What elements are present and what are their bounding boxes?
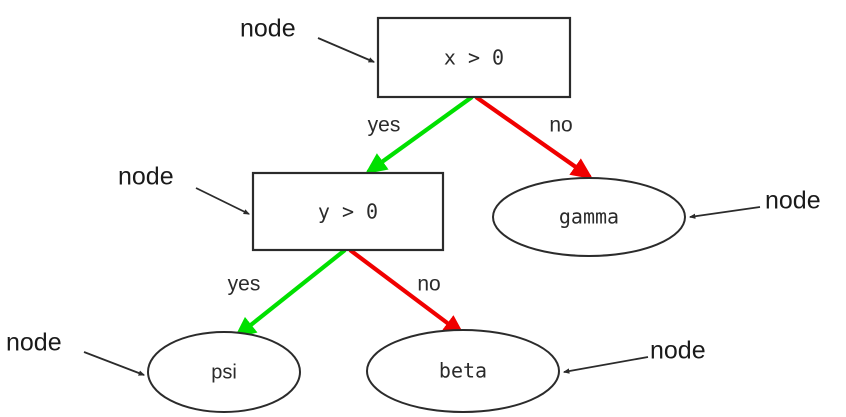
node-gamma[interactable]: gamma <box>492 177 686 257</box>
edge-second-no <box>348 248 465 337</box>
annotation-label-beta: node <box>650 337 706 365</box>
annotation-arrow-second <box>195 187 250 215</box>
node-gamma-label: gamma <box>559 205 619 229</box>
node-beta-ellipse[interactable] <box>366 329 560 413</box>
node-second-label: y > 0 <box>318 200 378 224</box>
node-beta-label: beta <box>439 359 487 383</box>
node-psi[interactable]: psi <box>147 331 301 413</box>
annotation-label-root: node <box>240 15 296 43</box>
annotation-arrow-psi <box>83 351 146 376</box>
annotation-label-second: node <box>118 163 174 191</box>
annotation-arrow-root <box>317 37 375 63</box>
edge-label-second-no: no <box>417 273 440 296</box>
edge-root-no <box>474 95 593 180</box>
node-gamma-ellipse[interactable] <box>492 177 686 257</box>
node-second-box[interactable] <box>251 171 445 252</box>
edge-label-root-yes: yes <box>368 114 401 137</box>
annotation-arrow-gamma <box>688 206 761 219</box>
node-root-box[interactable] <box>376 16 572 99</box>
node-root-label: x > 0 <box>444 46 504 70</box>
edge-label-root-no: no <box>549 114 572 137</box>
annotation-arrow-beta <box>562 356 649 374</box>
node-second[interactable]: y > 0 <box>251 171 445 252</box>
node-root[interactable]: x > 0 <box>376 16 572 99</box>
edge-label-second-yes: yes <box>228 273 261 296</box>
node-psi-label: psi <box>211 361 237 383</box>
annotation-label-psi: node <box>6 329 62 357</box>
node-psi-ellipse[interactable] <box>147 331 301 413</box>
edge-label-group: yes no yes no <box>228 114 573 296</box>
edge-second-yes <box>234 248 347 339</box>
edge-root-yes <box>365 95 474 175</box>
node-beta[interactable]: beta <box>366 329 560 413</box>
edge-group <box>234 95 593 339</box>
annotation-label-gamma: node <box>765 187 821 215</box>
annotation-group: node node node node node <box>6 15 821 376</box>
